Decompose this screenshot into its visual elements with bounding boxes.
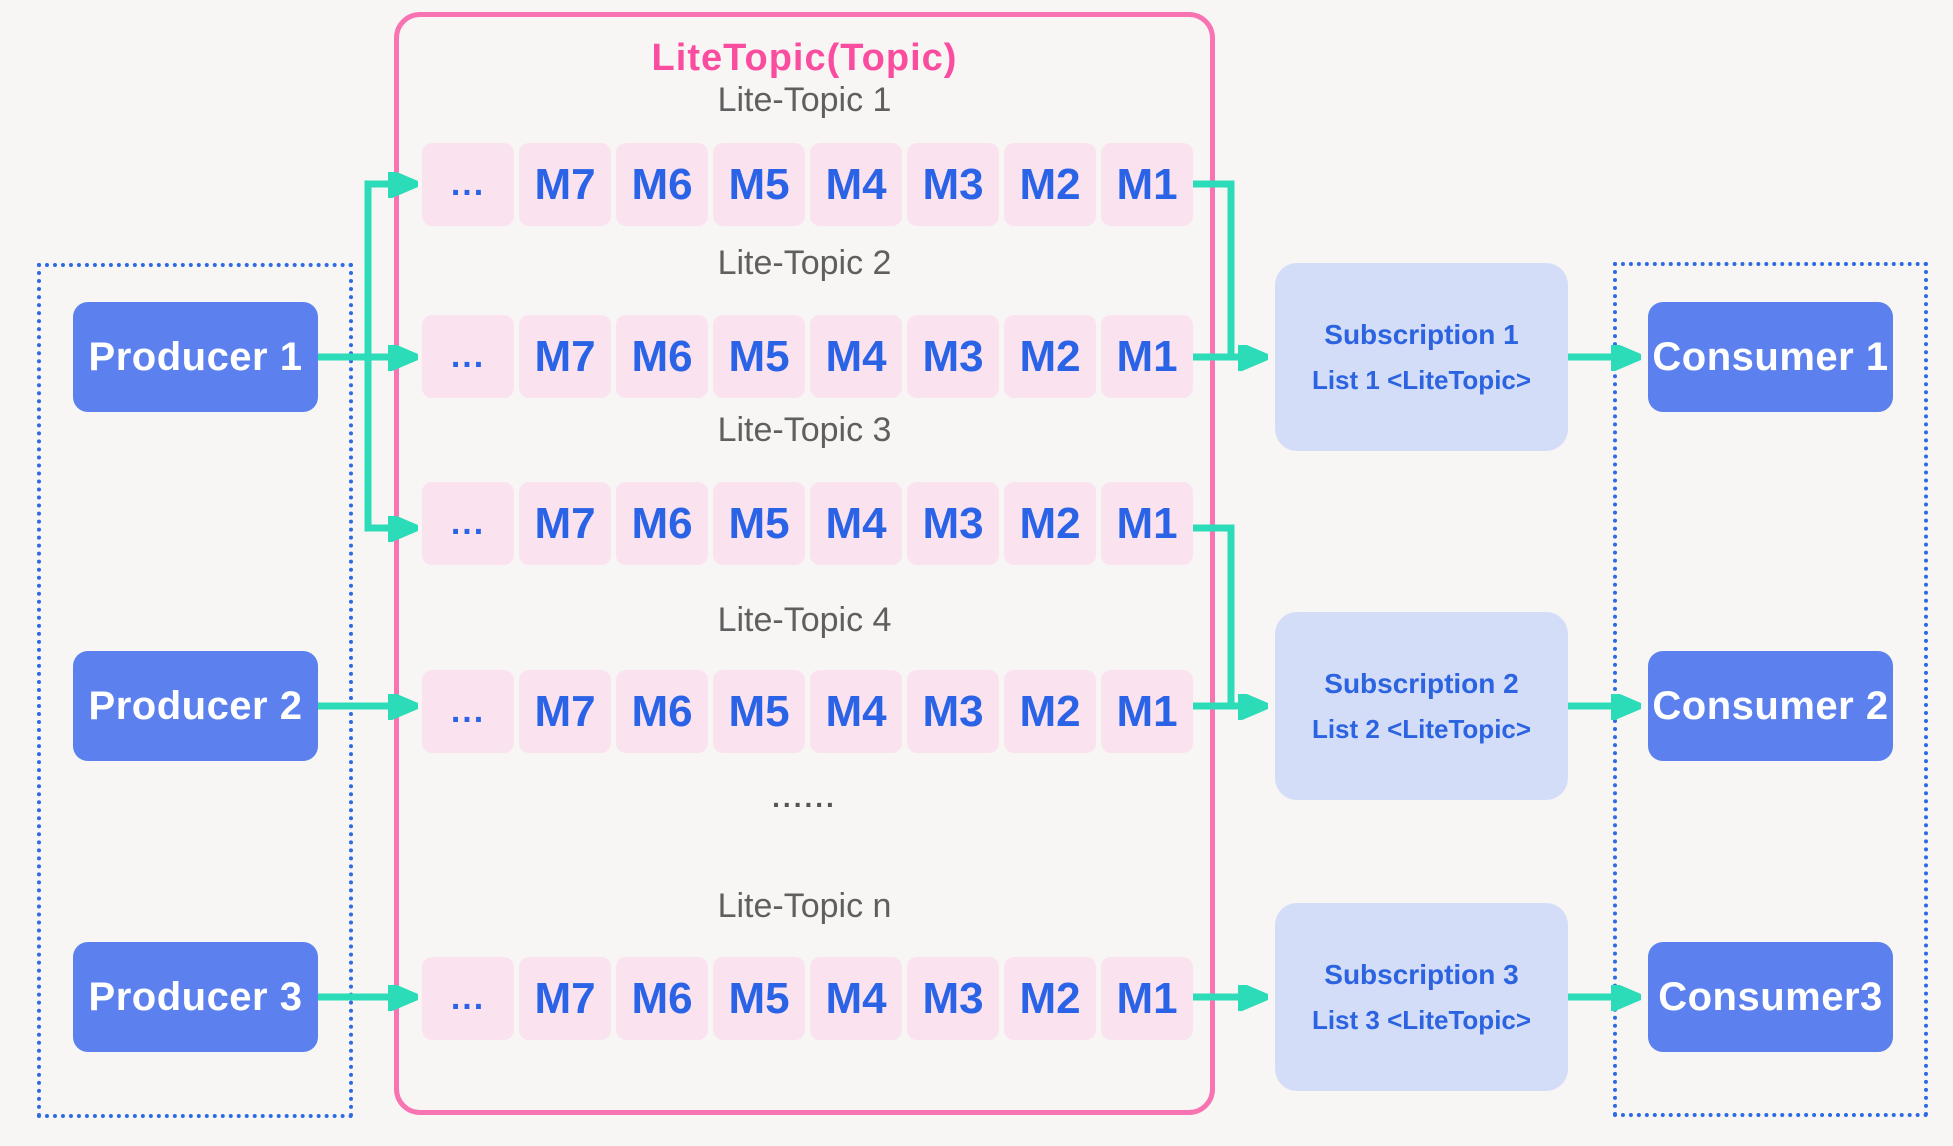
message-cell: M1 <box>1101 143 1193 226</box>
producer-2-label: Producer 2 <box>88 683 303 728</box>
message-cell: M3 <box>907 143 999 226</box>
subscription-3-title: Subscription 3 <box>1324 958 1519 990</box>
message-cell: ... <box>422 315 514 398</box>
subscription-2-node: Subscription 2 List 2 <LiteTopic> <box>1275 612 1568 800</box>
lite-topic-1-label: Lite-Topic 1 <box>717 81 892 119</box>
message-cell: ... <box>422 670 514 753</box>
lite-topic-1-row: ... M7 M6 M5 M4 M3 M2 M1 <box>422 143 1193 226</box>
consumer-2-label: Consumer 2 <box>1652 683 1889 728</box>
message-cell: M6 <box>616 482 708 565</box>
message-cell: M2 <box>1004 482 1096 565</box>
message-cell: M3 <box>907 670 999 753</box>
message-cell: M4 <box>810 957 902 1040</box>
message-cell: M3 <box>907 315 999 398</box>
message-cell: M1 <box>1101 482 1193 565</box>
lite-topic-2-label: Lite-Topic 2 <box>717 244 892 282</box>
consumer-1-node: Consumer 1 <box>1648 302 1893 412</box>
message-cell: M4 <box>810 315 902 398</box>
producer-3-node: Producer 3 <box>73 942 318 1052</box>
message-cell: M4 <box>810 670 902 753</box>
message-cell: M2 <box>1004 670 1096 753</box>
message-cell: ... <box>422 143 514 226</box>
topics-ellipsis: ...... <box>772 782 837 813</box>
message-cell: M7 <box>519 670 611 753</box>
message-cell: M6 <box>616 315 708 398</box>
lite-topic-4-label: Lite-Topic 4 <box>717 601 892 639</box>
message-cell: M1 <box>1101 670 1193 753</box>
subscription-1-node: Subscription 1 List 1 <LiteTopic> <box>1275 263 1568 451</box>
consumer-3-node: Consumer3 <box>1648 942 1893 1052</box>
subscription-3-subtitle: List 3 <LiteTopic> <box>1311 1004 1532 1035</box>
message-cell: M1 <box>1101 315 1193 398</box>
message-cell: M4 <box>810 143 902 226</box>
lite-topic-2-row: ... M7 M6 M5 M4 M3 M2 M1 <box>422 315 1193 398</box>
message-cell: M5 <box>713 957 805 1040</box>
subscription-1-title: Subscription 1 <box>1324 318 1519 350</box>
lite-topic-3-label: Lite-Topic 3 <box>717 411 892 449</box>
message-cell: M5 <box>713 482 805 565</box>
message-cell: M4 <box>810 482 902 565</box>
producer-2-node: Producer 2 <box>73 651 318 761</box>
message-cell: ... <box>422 482 514 565</box>
message-cell: M7 <box>519 315 611 398</box>
producers-group-box <box>37 263 353 1118</box>
lite-topic-3-row: ... M7 M6 M5 M4 M3 M2 M1 <box>422 482 1193 565</box>
consumers-group-box <box>1613 262 1928 1117</box>
message-cell: M5 <box>713 315 805 398</box>
message-cell: M2 <box>1004 315 1096 398</box>
consumer-1-label: Consumer 1 <box>1652 334 1889 379</box>
lite-topic-container: LiteTopic(Topic) Lite-Topic 1 ... M7 M6 … <box>394 12 1215 1115</box>
lite-topic-4-row: ... M7 M6 M5 M4 M3 M2 M1 <box>422 670 1193 753</box>
message-cell: M3 <box>907 957 999 1040</box>
consumer-2-node: Consumer 2 <box>1648 651 1893 761</box>
subscription-2-title: Subscription 2 <box>1324 667 1519 699</box>
producer-1-label: Producer 1 <box>88 334 303 379</box>
lite-topic-n-row: ... M7 M6 M5 M4 M3 M2 M1 <box>422 957 1193 1040</box>
message-cell: M6 <box>616 670 708 753</box>
message-cell: M5 <box>713 670 805 753</box>
subscription-1-subtitle: List 1 <LiteTopic> <box>1311 364 1532 395</box>
producer-1-node: Producer 1 <box>73 302 318 412</box>
message-cell: M5 <box>713 143 805 226</box>
message-cell: M2 <box>1004 957 1096 1040</box>
message-cell: M6 <box>616 957 708 1040</box>
message-cell: M6 <box>616 143 708 226</box>
message-cell: M7 <box>519 482 611 565</box>
lite-topic-n-label: Lite-Topic n <box>717 887 892 925</box>
message-cell: M7 <box>519 957 611 1040</box>
subscription-3-node: Subscription 3 List 3 <LiteTopic> <box>1275 903 1568 1091</box>
message-cell: M1 <box>1101 957 1193 1040</box>
message-cell: M3 <box>907 482 999 565</box>
subscription-2-subtitle: List 2 <LiteTopic> <box>1311 713 1532 744</box>
message-cell: M2 <box>1004 143 1096 226</box>
consumer-3-label: Consumer3 <box>1658 974 1883 1019</box>
producer-3-label: Producer 3 <box>88 974 303 1019</box>
lite-topic-title: LiteTopic(Topic) <box>651 37 958 79</box>
message-cell: ... <box>422 957 514 1040</box>
message-cell: M7 <box>519 143 611 226</box>
